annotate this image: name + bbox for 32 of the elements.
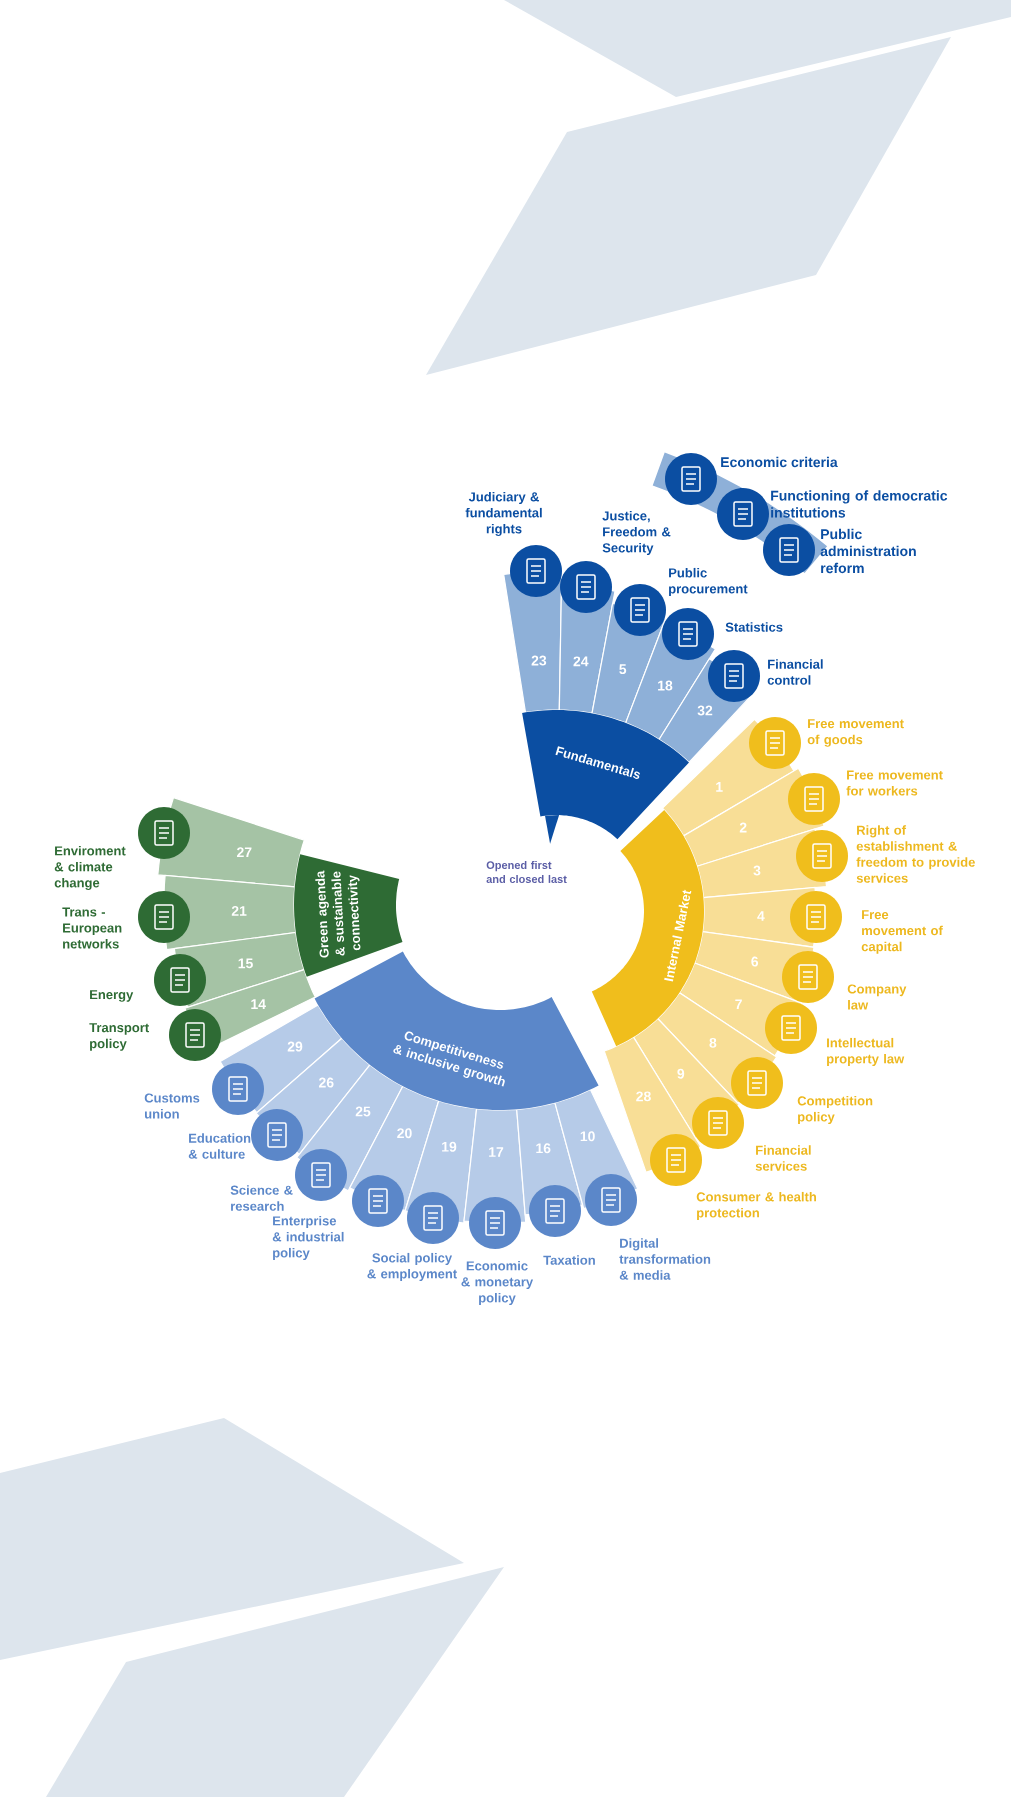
- topic-label: Customs union: [144, 1093, 200, 1119]
- cluster-sector: Internal Market: [591, 810, 704, 1047]
- topic-label: Financial control: [767, 659, 823, 685]
- topic-label: Taxation: [543, 1255, 595, 1265]
- topic-label: Economic & monetary policy: [461, 1260, 534, 1306]
- topic-label: Energy: [90, 990, 134, 1002]
- topic-label: Enterprise & industrial policy: [272, 1215, 344, 1261]
- topic-label: Science & research: [230, 1185, 293, 1211]
- cluster-sector: Green agenda & sustainable connectivity: [294, 854, 403, 977]
- topic-label: Intellectual property law: [827, 1037, 905, 1067]
- topic-label: Economic criteria: [721, 456, 838, 468]
- topic-label: Enviroment & climate change: [54, 845, 126, 891]
- topic-label: Free movement of goods: [807, 719, 904, 747]
- topic-label: Free movement of capital: [861, 910, 943, 954]
- topic-label: Financial services: [755, 1145, 811, 1171]
- topic-label: Justice, Freedom & Security: [602, 510, 671, 556]
- topic-label: Public procurement: [669, 567, 748, 597]
- topic-label: Digital transformation & media: [619, 1238, 711, 1280]
- topic-label: Consumer & health protection: [696, 1191, 816, 1221]
- topic-label: Statistics: [725, 622, 783, 632]
- topic-label: Transport policy: [89, 1023, 149, 1051]
- note-text: Opened first and closed last: [486, 860, 567, 884]
- topic-label: Free movement for workers: [846, 770, 943, 796]
- topic-label: Right of establishment & freedom to provide services: [856, 825, 975, 883]
- topic-label: Company law: [847, 984, 907, 1010]
- topic-label: Social policy & employment: [367, 1252, 457, 1282]
- topic-label: Judiciary & fundamental rights: [465, 491, 542, 537]
- topic-label: Trans - European networks: [62, 907, 122, 949]
- topic-label: Public administration reform: [820, 528, 916, 574]
- topic-label: Education & culture: [188, 1133, 251, 1159]
- topic-label: Functioning of democratic institutions: [771, 490, 948, 518]
- topic-label: Competition policy: [797, 1095, 873, 1125]
